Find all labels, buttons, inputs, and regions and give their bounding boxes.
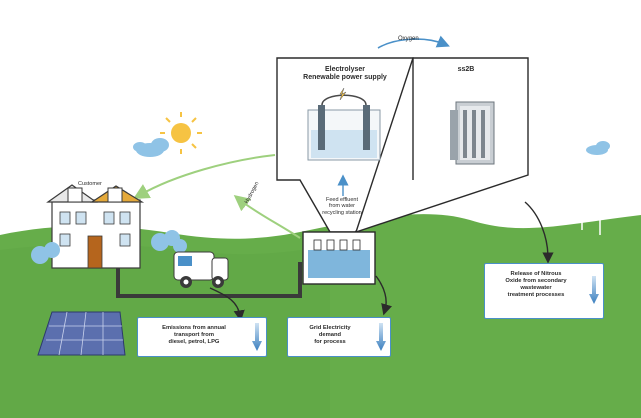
grid-electricity-box: Grid Electricity demand for process (287, 317, 391, 357)
hydrogen-arrow (133, 154, 276, 199)
nitrous-oxide-text: Release of Nitrous Oxide from secondary … (505, 271, 567, 298)
down-arrow-icon (589, 276, 599, 304)
house-icon (46, 184, 145, 269)
emission-arrow-nitrous (524, 201, 554, 264)
nitrous-oxide-box: Release of Nitrous Oxide from secondary … (484, 263, 604, 319)
down-arrow-icon (376, 323, 386, 351)
customer-label: Customer (78, 181, 102, 187)
solar-panel-icon (37, 311, 126, 356)
tank-icon (450, 101, 495, 165)
pipe-line (116, 262, 302, 298)
hydrogen-pipe-arrow (233, 195, 301, 239)
grid-electricity-text: Grid Electricity demand for process (309, 325, 351, 345)
oxygen-arrow (377, 35, 450, 49)
emission-arrow-transport (209, 287, 245, 322)
electrolyser-icon (307, 87, 381, 161)
emissions-transport-box: Emissions from annual transport from die… (137, 317, 267, 357)
emissions-transport-text: Emissions from annual transport from die… (162, 325, 226, 345)
down-arrow-icon (252, 323, 262, 351)
emission-arrow-grid (375, 275, 392, 316)
electrolyser-title: Electrolyser Renewable power supply (303, 66, 387, 82)
treatment-tank-icon (302, 231, 376, 285)
cloud-icon (133, 138, 169, 157)
ss2b-title: ss2B (457, 66, 475, 73)
truck-icon (173, 251, 229, 288)
oxygen-label: Oxygen (398, 36, 419, 42)
feed-effluent-note: Feed effluent from water recycling stati… (322, 197, 362, 216)
sun-icon (160, 112, 202, 154)
bush-icon (31, 230, 187, 264)
wind-turbine-icon (571, 189, 611, 235)
cloud-icon (586, 141, 610, 155)
